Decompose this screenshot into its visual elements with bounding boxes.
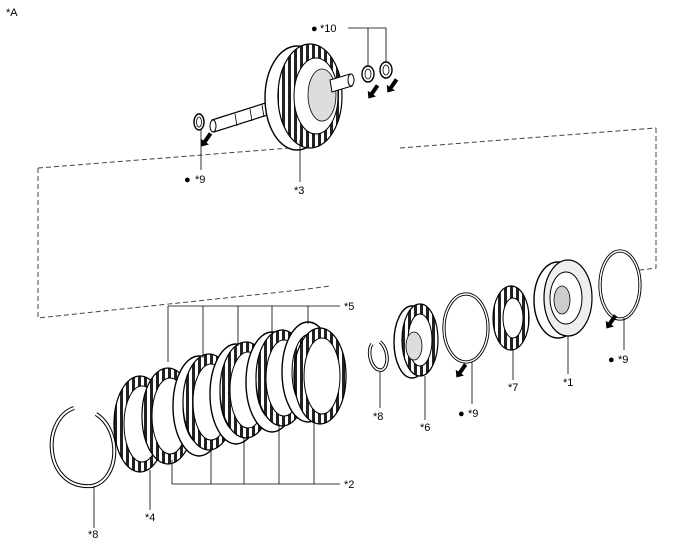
- bullet-9-mid: ●: [458, 408, 465, 420]
- o-ring-9-mid: [442, 292, 490, 364]
- arrow-icon: [452, 361, 470, 381]
- bullet-9-top: ●: [184, 174, 191, 186]
- arrow-icon: [364, 82, 382, 102]
- spring-retainer-6: [393, 303, 439, 379]
- callout-3: *3: [294, 185, 304, 197]
- leader-line-10: [348, 27, 387, 66]
- alignment-dashed-box: [37, 127, 657, 319]
- arrow-icon: [383, 76, 401, 96]
- o-ring-9-top: [193, 113, 205, 131]
- callout-9-right: *9: [618, 354, 628, 366]
- callout-8-left: *8: [88, 529, 98, 541]
- callout-7: *7: [508, 382, 518, 394]
- callout-1: *1: [563, 377, 573, 389]
- leader-bracket-5: [167, 305, 340, 362]
- arrow-icon: [197, 130, 215, 150]
- return-spring-7: [492, 285, 530, 351]
- input-shaft-drum-assembly: [209, 43, 355, 182]
- o-ring-9-right: [598, 249, 642, 321]
- callout-9-top: *9: [195, 174, 205, 186]
- snap-ring-8-left: [49, 406, 117, 489]
- leader-bracket-2: [171, 420, 340, 485]
- callout-4: *4: [145, 512, 155, 524]
- bullet-9-right: ●: [608, 354, 615, 366]
- snap-ring-8-right: [367, 340, 389, 372]
- callout-2: *2: [344, 479, 354, 491]
- corner-label: *A: [6, 7, 18, 19]
- disc-plate: [293, 327, 347, 425]
- clutch-piston-1: [533, 259, 593, 339]
- callout-9-mid: *9: [468, 408, 478, 420]
- thrust-washer-10a: [361, 65, 375, 83]
- callout-10: *10: [320, 23, 337, 35]
- callout-6: *6: [420, 422, 430, 434]
- callout-5: *5: [344, 301, 354, 313]
- callout-8-right: *8: [373, 411, 383, 423]
- clutch-plate-stack: [141, 321, 347, 465]
- thrust-washer-10b: [379, 61, 393, 79]
- bullet-10: ●: [311, 23, 318, 35]
